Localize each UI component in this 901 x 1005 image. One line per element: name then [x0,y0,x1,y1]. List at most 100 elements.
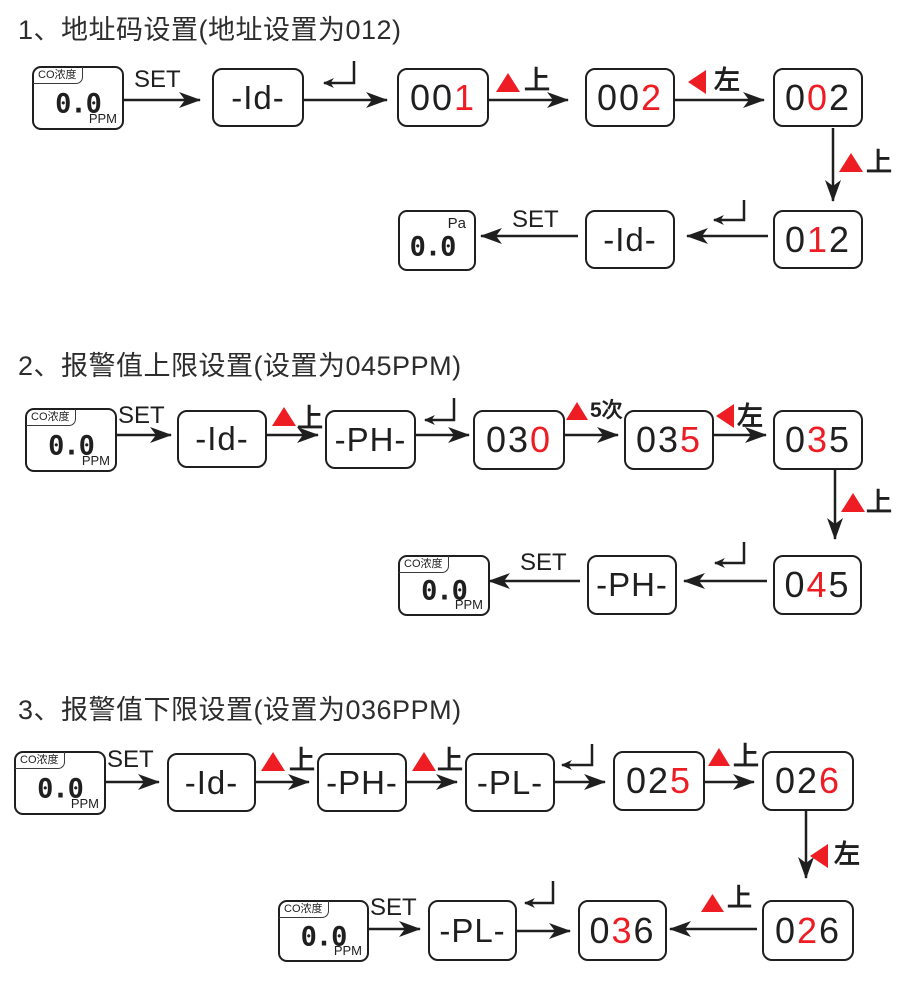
mode-step-box-ph: -PH- [587,555,677,615]
mode-label: -Id- [603,220,657,258]
digits-post: 5 [828,564,851,605]
digit-red: 2 [796,909,820,951]
up-key-icon [412,752,436,771]
mode-label: -PL- [476,763,544,801]
up-key-label: 上 [289,745,316,775]
mode-step-box-id: -Id- [167,753,256,812]
lcd-unit-ppm: PPM [70,796,99,811]
lcd-value: 0.0 [37,773,84,805]
digit-red: 0 [530,419,553,460]
digits-pre: 0 [784,419,807,460]
lcd-channel-label: CO浓度 [279,901,329,918]
lcd-unit-ppm: PPM [454,597,483,612]
mode-step-box-id: -Id- [177,410,267,468]
value-step-box-001: 001 [397,68,489,127]
digits-pre: 0 [774,909,797,951]
lcd-channel-label: CO浓度 [26,409,76,426]
up-key-icon [701,894,724,912]
lcd-home-display: CO浓度 0.0 PPM [278,900,369,962]
digits-post: 2 [829,218,852,260]
lcd-home-display: CO浓度 0.0 PPM [32,66,124,130]
up-key-icon [708,748,730,766]
section-title-3: 3、报警值下限设置(设置为036PPM) [18,695,462,725]
enter-key-icon [560,744,594,770]
value-step-box-036: 036 [578,900,667,961]
digits-pre: 0 [784,564,807,605]
enter-key-icon [713,542,746,568]
digits-post: 6 [633,909,656,951]
mode-step-box-pl: -PL- [465,753,555,812]
up-key-icon [261,752,285,771]
set-key-label: SET [134,66,181,93]
left-key-label: 左 [834,839,861,869]
left-key-label: 左 [737,401,764,431]
value-digits: 045 [784,564,850,606]
left-key-label: 左 [714,65,741,95]
set-key-label: SET [520,549,567,576]
value-digits: 001 [410,77,476,119]
up-key-icon [839,153,863,172]
up-key-label: 上 [524,65,551,95]
lcd-value: 0.0 [300,921,348,953]
digit-red: 1 [454,76,477,118]
digits-post: 2 [829,76,852,118]
mode-label: -PH- [326,763,398,801]
lcd-home-display-pa: Pa 0.0 [398,210,476,271]
lcd-unit-ppm: PPM [81,453,110,468]
left-key-icon [716,404,734,428]
value-digits: 035 [785,419,851,461]
value-step-box-026-cursor: 026 [762,900,854,961]
value-digits: 035 [636,419,702,461]
digit-red: 4 [806,564,829,605]
mode-label: -PL- [439,911,506,949]
digit-red: 3 [611,909,634,951]
up-key-label: 上 [733,741,760,771]
up-5x-key-label: 5次 [590,399,623,422]
mode-label: -PH- [596,566,668,603]
section-title-2: 2、报警值上限设置(设置为045PPM) [18,351,462,381]
mode-step-box-ph: -PH- [325,410,416,469]
up-key-label: 上 [297,403,324,433]
digits-post: 6 [819,909,842,951]
digit-red: 3 [806,419,830,460]
digit-red: 0 [806,76,830,118]
set-key-label: SET [118,402,165,429]
up-key-label: 上 [866,487,893,517]
mode-label: -Id- [195,420,249,457]
value-digits: 026 [775,910,841,952]
lcd-channel-label: CO浓度 [15,752,65,769]
digit-red: 5 [680,419,703,460]
section-title-1: 1、地址码设置(地址设置为012) [18,15,402,45]
mode-label: -Id- [184,763,239,801]
lcd-value: 0.0 [409,231,457,263]
value-step-box-045: 045 [773,555,862,615]
enter-key-icon [712,200,746,225]
value-digits: 026 [775,760,841,802]
value-digits: 036 [589,910,655,952]
digit-red: 6 [819,760,842,801]
value-digits: 025 [626,760,692,802]
value-step-box-012: 012 [773,210,863,269]
mode-step-box-ph: -PH- [317,753,407,812]
lcd-home-display: CO浓度 0.0 PPM [14,751,106,815]
lcd-channel-label: CO浓度 [33,67,83,84]
digits-post: 5 [829,419,852,460]
lcd-home-display: CO浓度 0.0 PPM [25,408,117,472]
value-step-box-002: 002 [585,68,675,127]
digits-pre: 02 [625,760,670,801]
value-step-box-035-cursor: 035 [773,410,863,470]
value-step-box-030: 030 [473,410,565,470]
digits-pre: 00 [596,76,641,118]
up-key-icon [272,407,296,426]
value-step-box-026: 026 [762,751,854,811]
value-step-box-002-cursor: 002 [773,68,863,127]
value-digits: 002 [785,77,851,119]
digits-pre: 0 [784,218,807,260]
digits-pre: 0 [784,76,807,118]
up-key-label: 上 [437,745,464,775]
value-digits: 030 [486,419,552,461]
lcd-unit-ppm: PPM [88,111,117,126]
digits-pre: 03 [635,419,680,460]
